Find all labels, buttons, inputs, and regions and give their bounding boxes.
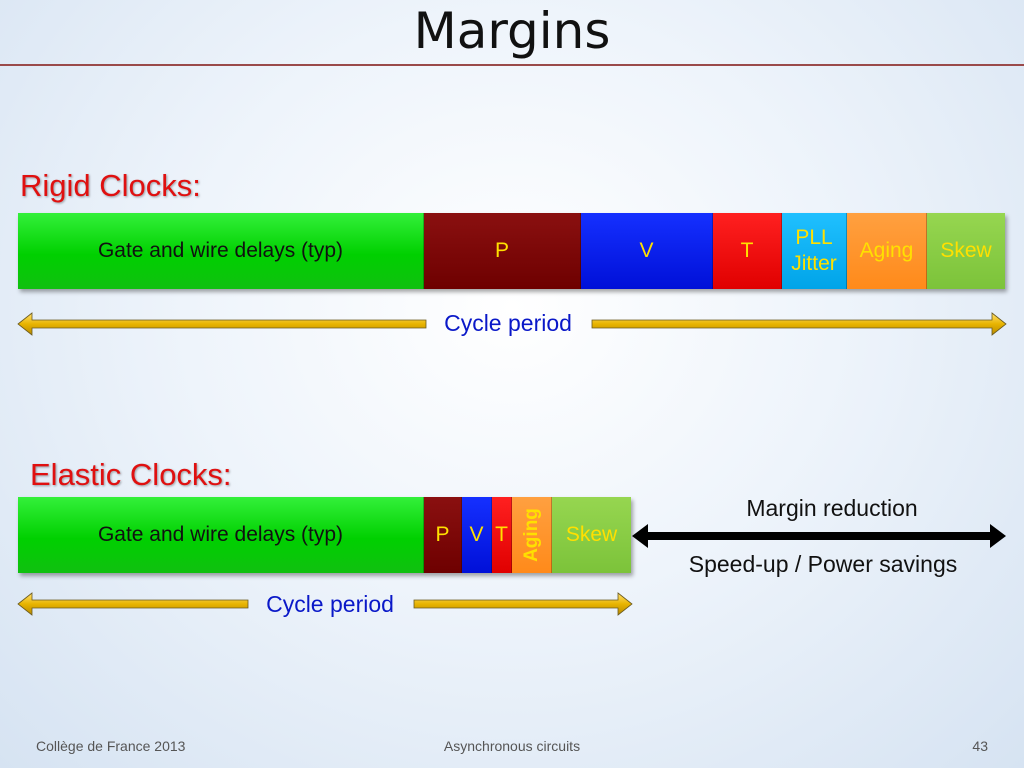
elastic-gate-segment: Gate and wire delays (typ) <box>18 497 424 573</box>
pll-label: PLL <box>795 226 833 249</box>
rigid-gate-segment: Gate and wire delays (typ) <box>18 213 424 289</box>
rigid-skew-segment: Skew <box>927 213 1005 289</box>
margin-reduction-label: Margin reduction <box>746 495 918 521</box>
elastic-cycle-period-label: Cycle period <box>266 591 394 617</box>
elastic-cycle-period-arrow <box>17 592 633 616</box>
rigid-clock-bar: Gate and wire delays (typ) P V T PLL Jit… <box>18 213 1005 289</box>
margin-reduction-arrow <box>632 524 1006 548</box>
elastic-p-segment: P <box>424 497 462 573</box>
elastic-v-segment: V <box>462 497 492 573</box>
speedup-power-savings-label: Speed-up / Power savings <box>688 551 958 577</box>
rigid-v-segment: V <box>581 213 713 289</box>
footer-center: Asynchronous circuits <box>443 738 581 754</box>
elastic-aging-label: Aging <box>520 508 542 562</box>
slide-title: Margins <box>413 2 611 60</box>
elastic-aging-segment: Aging <box>512 497 552 573</box>
page-number: 43 <box>972 738 988 754</box>
elastic-clock-bar: Gate and wire delays (typ) P V T Aging S… <box>18 497 631 573</box>
jitter-label: Jitter <box>791 252 837 275</box>
rigid-t-segment: T <box>713 213 782 289</box>
rigid-aging-segment: Aging <box>847 213 927 289</box>
title-divider <box>0 64 1024 66</box>
footer-left: Collège de France 2013 <box>36 738 186 754</box>
rigid-pll-jitter-segment: PLL Jitter <box>782 213 847 289</box>
elastic-t-segment: T <box>492 497 512 573</box>
rigid-clocks-heading: Rigid Clocks: <box>20 168 201 203</box>
rigid-cycle-period-label: Cycle period <box>444 310 572 336</box>
rigid-cycle-period-arrow <box>17 312 1007 336</box>
rigid-p-segment: P <box>424 213 581 289</box>
elastic-clocks-heading: Elastic Clocks: <box>30 457 232 492</box>
elastic-skew-segment: Skew <box>552 497 631 573</box>
